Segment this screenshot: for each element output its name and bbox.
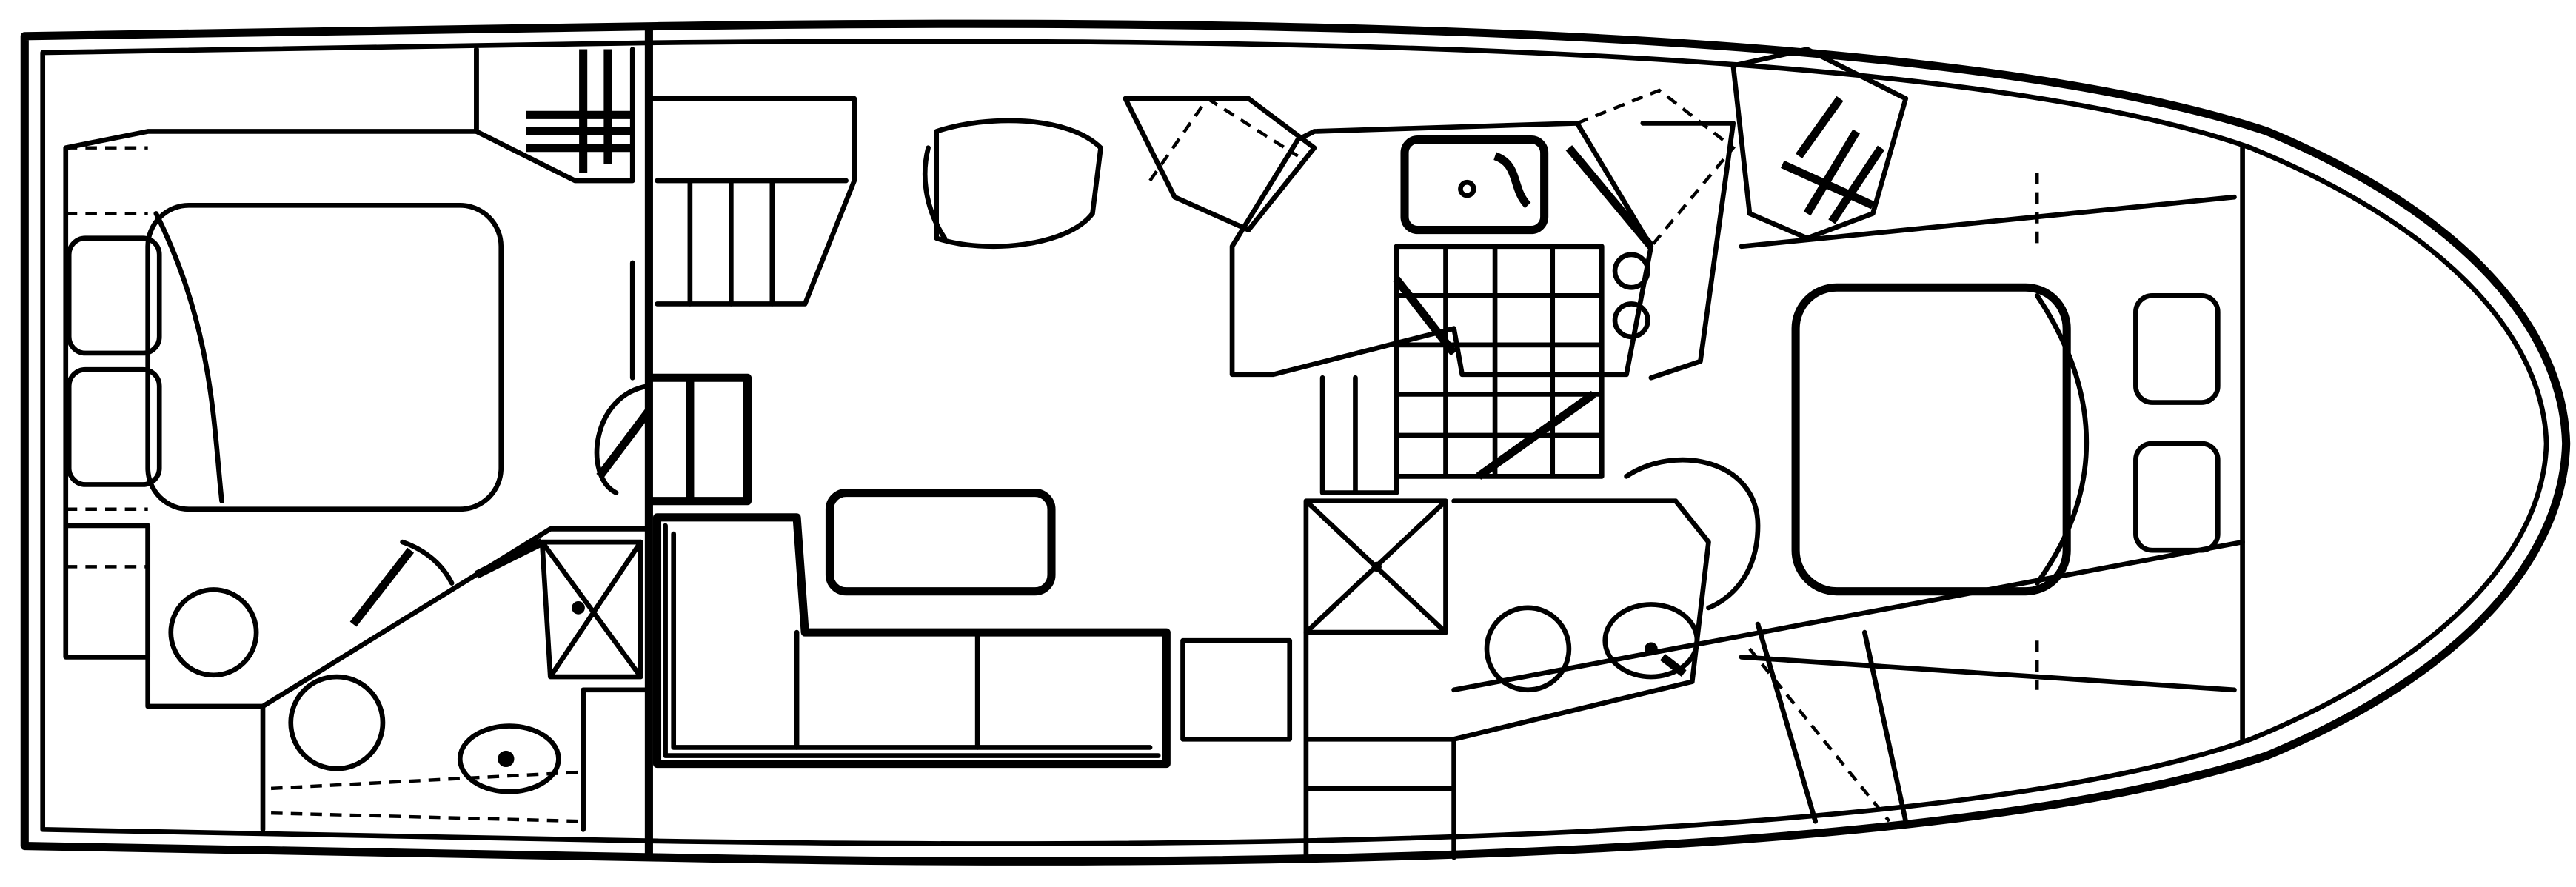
aft-head xyxy=(260,526,652,832)
salon xyxy=(594,26,1317,858)
hull-outline xyxy=(20,19,2571,866)
galley xyxy=(1229,88,1736,495)
v-berth xyxy=(1791,283,2071,596)
forward-stateroom xyxy=(1451,47,2245,824)
forward-head xyxy=(1303,457,1761,860)
aft-stateroom xyxy=(63,47,635,832)
galley-sink xyxy=(1400,135,1549,235)
pillow-1 xyxy=(66,235,162,356)
pillow-2 xyxy=(66,366,162,487)
salon-table xyxy=(825,489,1056,596)
